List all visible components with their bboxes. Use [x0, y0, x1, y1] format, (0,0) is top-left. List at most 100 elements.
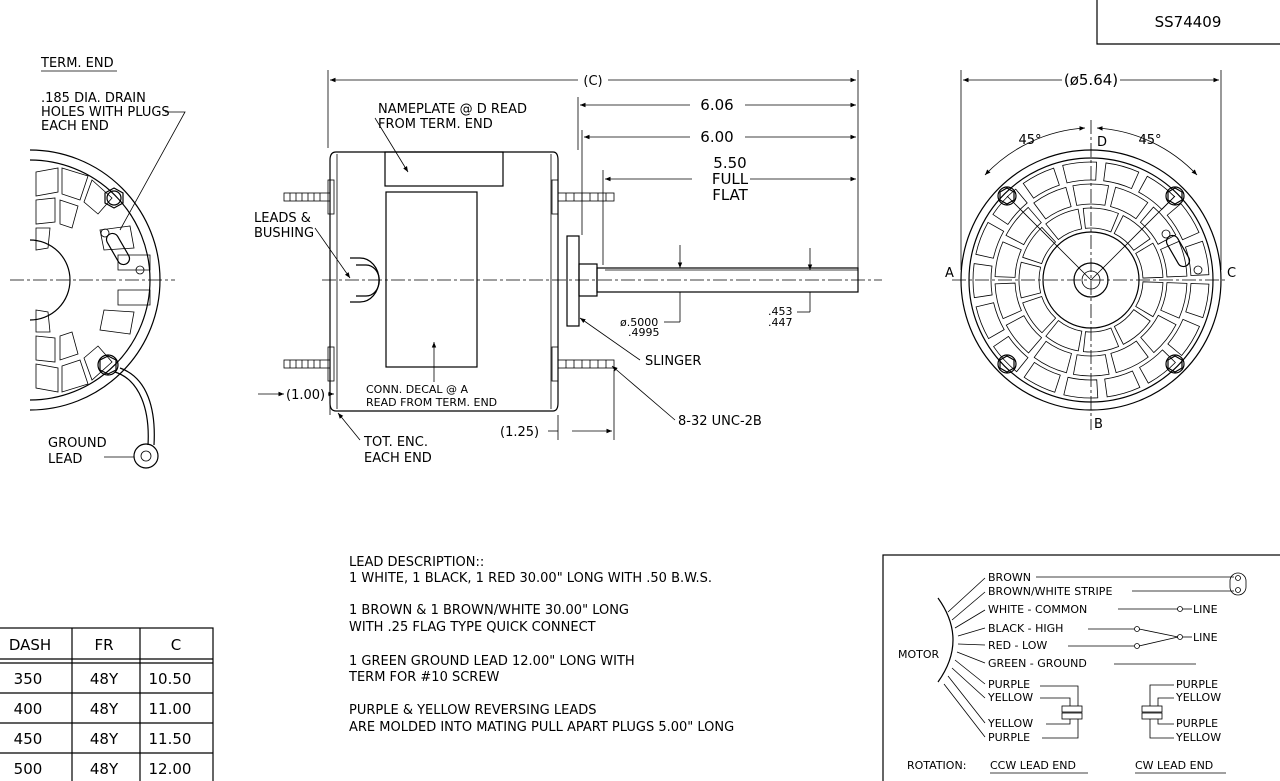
- table-cell: 400: [14, 700, 43, 718]
- end-view: (ø5.64) 45° 45° D A C B: [945, 70, 1236, 432]
- vent-rib: [1104, 370, 1141, 398]
- lead-desc-line: 1 GREEN GROUND LEAD 12.00" LONG WITH: [349, 654, 635, 669]
- nameplate-note-1: NAMEPLATE @ D READ: [378, 102, 527, 117]
- flat-dim-2: .447: [768, 316, 793, 329]
- table-cell: 350: [14, 670, 43, 688]
- label-d: D: [1097, 135, 1107, 150]
- vent-rib: [1045, 208, 1083, 241]
- vent-rib: [1185, 283, 1210, 319]
- slinger-label: SLINGER: [645, 354, 701, 369]
- lead-desc-line: PURPLE & YELLOW REVERSING LEADS: [349, 703, 597, 718]
- vent-rib: [972, 263, 993, 299]
- cw-top-yellow: YELLOW: [1175, 691, 1221, 704]
- drain-note-1: .185 DIA. DRAIN: [41, 91, 146, 106]
- dim-c: (C): [583, 74, 602, 89]
- label-a: A: [945, 266, 954, 281]
- vent-rib: [1045, 319, 1083, 352]
- ground-note-2: LEAD: [48, 452, 82, 467]
- vent-rib: [1110, 340, 1149, 374]
- table-row: 500 48Y 12.00: [14, 760, 192, 778]
- wire-red: RED - LOW: [988, 639, 1047, 652]
- wire-white: WHITE - COMMON: [988, 603, 1087, 616]
- table-cell: 11.50: [149, 730, 192, 748]
- ccw-lead-end: CCW LEAD END: [990, 759, 1076, 772]
- vent-rib: [1110, 186, 1149, 220]
- cw-top-purple: PURPLE: [1176, 678, 1218, 691]
- lead-desc-title: LEAD DESCRIPTION::: [349, 555, 484, 570]
- shaft-dia-2: .4995: [628, 326, 660, 339]
- vent-rib: [1018, 261, 1042, 299]
- lead-desc-line: WITH .25 FLAG TYPE QUICK CONNECT: [349, 620, 596, 635]
- vent-rib: [1160, 240, 1188, 278]
- label-c: C: [1227, 266, 1236, 281]
- table-cell: 48Y: [90, 760, 119, 778]
- term-end-view: TERM. END .185 DIA. DRAIN HOLES WITH PLU…: [10, 56, 186, 469]
- decal-note-1: CONN. DECAL @ A: [366, 383, 469, 396]
- table-row: 350 48Y 10.50: [14, 670, 192, 688]
- table-header-fr: FR: [94, 636, 113, 654]
- table-cell: 11.00: [149, 700, 192, 718]
- wire-brown-white: BROWN/WHITE STRIPE: [988, 585, 1112, 598]
- vent-rib: [1138, 175, 1176, 210]
- rotation-label: ROTATION:: [907, 759, 966, 772]
- vent-rib: [1167, 318, 1201, 357]
- table-cell: 48Y: [90, 700, 119, 718]
- vent-rib: [1033, 186, 1072, 220]
- vent-rib: [1062, 161, 1098, 184]
- wiring-diagram: MOTOR BROWN BROWN/WHITE STRIPE WHITE - C…: [882, 554, 1280, 781]
- vent-rib: [1135, 281, 1164, 318]
- ccw-top-yellow: YELLOW: [987, 691, 1033, 704]
- vent-rib: [1005, 315, 1043, 354]
- vent-rib: [1135, 242, 1164, 279]
- lead-desc-line: 1 BROWN & 1 BROWN/WHITE 30.00" LONG: [349, 603, 629, 618]
- cw-bottom-purple: PURPLE: [1176, 717, 1218, 730]
- vent-rib: [1160, 282, 1188, 319]
- flat-dim-1: .453: [768, 305, 793, 318]
- table-header-dash: DASH: [9, 636, 51, 654]
- ccw-bottom-yellow: YELLOW: [987, 717, 1033, 730]
- angle-left: 45°: [1018, 133, 1041, 148]
- vent-rib: [1113, 309, 1151, 345]
- vent-rib: [1022, 167, 1060, 199]
- vent-rib: [1140, 314, 1177, 354]
- dim-550-full: FULL: [712, 170, 749, 188]
- vent-rib: [1063, 376, 1099, 399]
- thread-label: 8-32 UNC-2B: [678, 414, 762, 429]
- lead-desc-line: TERM FOR #10 SCREW: [348, 670, 500, 685]
- end-diameter: (ø5.64): [1064, 71, 1118, 89]
- vent-rib: [1022, 226, 1057, 265]
- vent-rib: [975, 302, 1005, 340]
- drain-note-3: EACH END: [41, 119, 109, 134]
- part-number-box: SS74409: [1096, 0, 1280, 45]
- angle-right: 45°: [1138, 133, 1161, 148]
- vent-rib: [1113, 215, 1151, 251]
- lead-desc-line: 1 WHITE, 1 BLACK, 1 RED 30.00" LONG WITH…: [349, 571, 712, 586]
- dim-100: (1.00): [286, 388, 325, 403]
- vent-rib: [1103, 162, 1140, 190]
- vent-rib: [1023, 361, 1061, 393]
- label-b: B: [1094, 417, 1103, 432]
- vent-rib: [1139, 206, 1177, 245]
- leads-note-2: BUSHING: [254, 226, 314, 241]
- table-cell: 500: [14, 760, 43, 778]
- ccw-bottom-purple: PURPLE: [988, 731, 1030, 744]
- vent-rib: [1072, 183, 1110, 206]
- wire-black: BLACK - HIGH: [988, 622, 1063, 635]
- vent-rib: [975, 221, 1005, 259]
- nameplate-note-2: FROM TERM. END: [378, 117, 493, 132]
- ccw-top-purple: PURPLE: [988, 678, 1030, 691]
- table-cell: 48Y: [90, 730, 119, 748]
- vent-rib: [1072, 354, 1110, 377]
- dim-550: 5.50: [713, 154, 746, 172]
- wiring-motor: MOTOR: [898, 648, 940, 661]
- vent-rib: [994, 241, 1022, 278]
- cw-lead-end: CW LEAD END: [1135, 759, 1213, 772]
- table-cell: 12.00: [149, 760, 192, 778]
- table-row: 450 48Y 11.50: [14, 730, 192, 748]
- vent-rib: [1022, 295, 1057, 334]
- ground-note-1: GROUND: [48, 436, 107, 451]
- dash-table: DASH FR C 350 48Y 10.50 400 48Y 11.00 45…: [0, 627, 214, 781]
- vent-rib: [1082, 327, 1120, 353]
- line-label-2: LINE: [1193, 631, 1218, 644]
